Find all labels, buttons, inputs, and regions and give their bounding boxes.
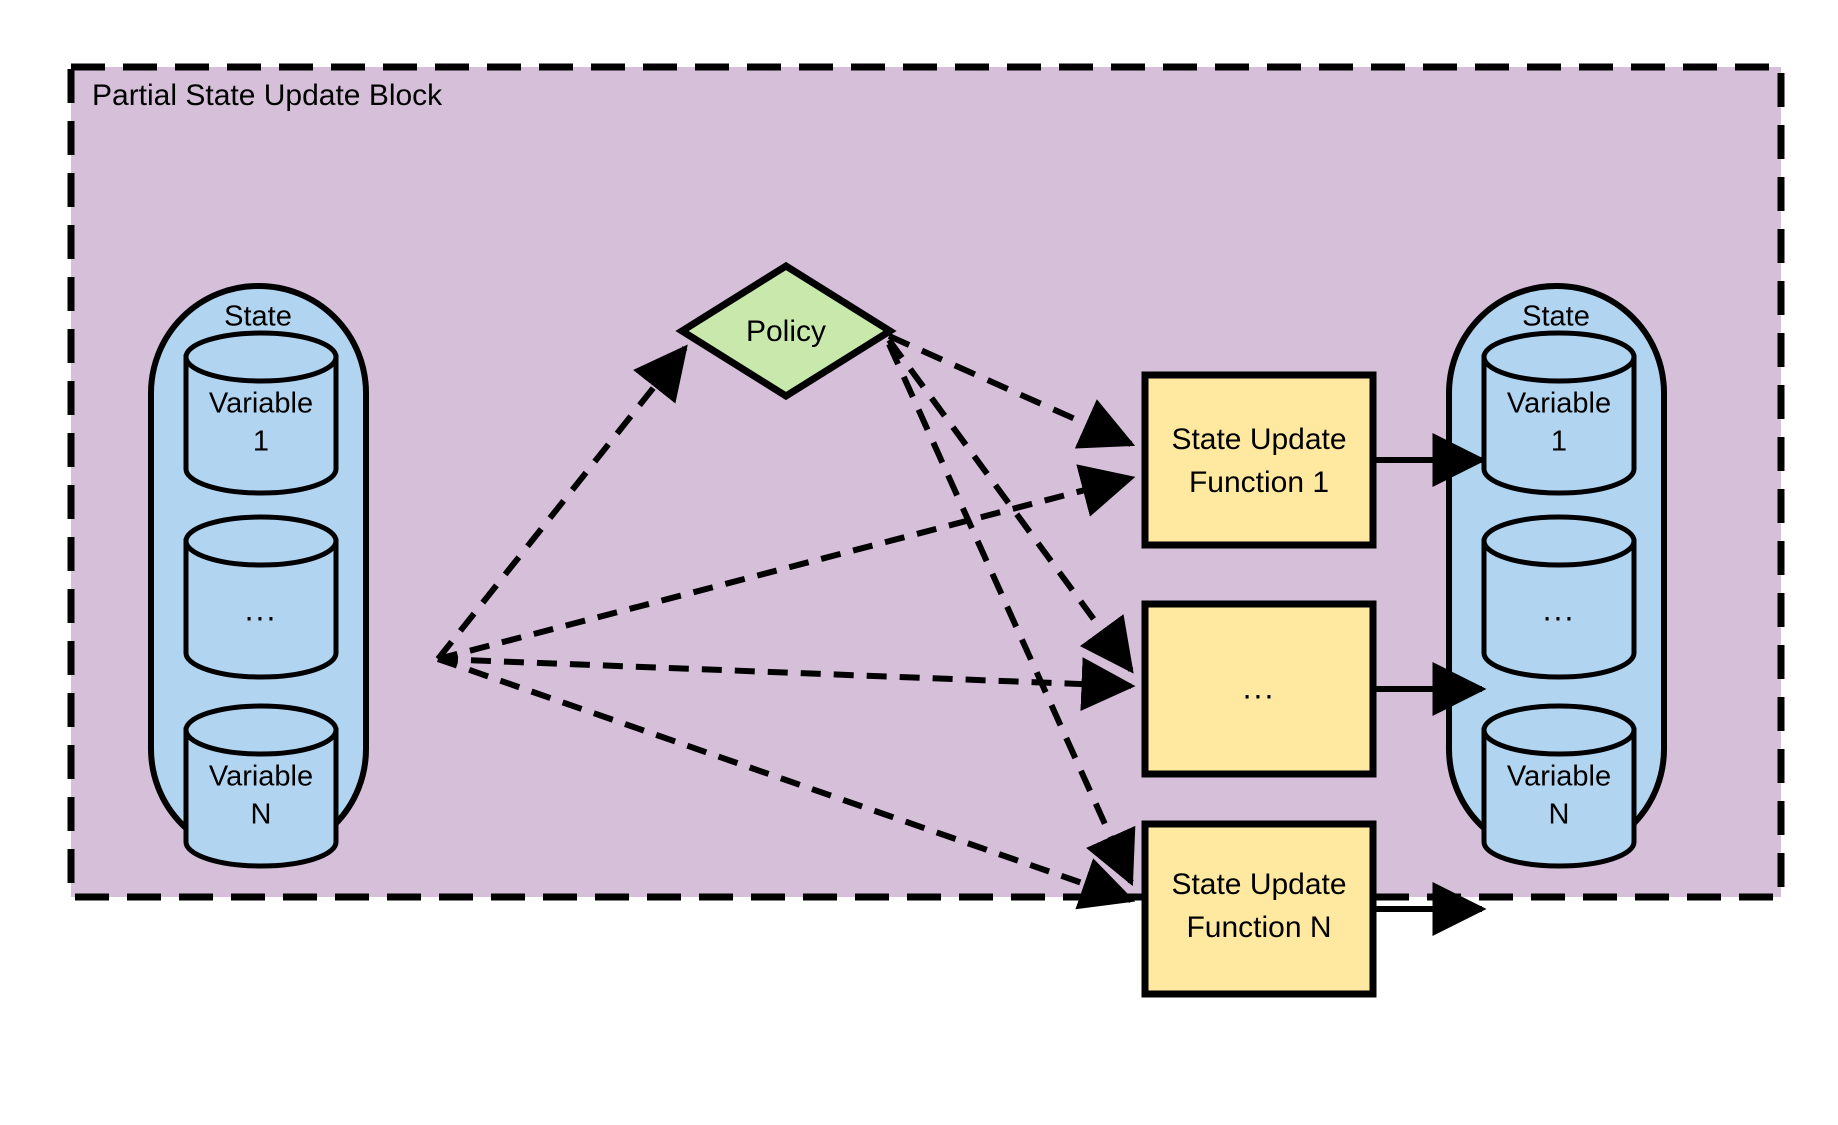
- edge-input-state-to-policy: [435, 344, 688, 661]
- input-variable-dots-line1: ...: [245, 591, 278, 627]
- edge-input-state-to-function-n: [437, 656, 1136, 910]
- state-update-function-dots[interactable]: ...: [1141, 600, 1377, 778]
- output-variable-dots: ...: [1481, 514, 1637, 680]
- policy-label: Policy: [746, 315, 826, 348]
- output-variable-n-line1: Variable: [1507, 761, 1611, 793]
- state-update-function-1-line1: State Update: [1171, 423, 1346, 456]
- input-variable-1-line2: 1: [253, 426, 269, 458]
- output-variable-1-line2: 1: [1551, 426, 1567, 458]
- state-update-function-1-line2: Function 1: [1189, 466, 1329, 499]
- output-variable-dots-line1: ...: [1543, 591, 1576, 627]
- edge-policy-to-function-dots: [886, 338, 1134, 674]
- output-variable-1: Variable 1: [1481, 330, 1637, 496]
- output-variable-n-line2: N: [1549, 799, 1570, 831]
- edge-input-state-to-function-1: [437, 464, 1136, 662]
- input-variable-1-line1: Variable: [209, 388, 313, 420]
- edge-input-state-to-function-dots: [437, 656, 1136, 712]
- input-variable-dots: ...: [183, 514, 339, 680]
- output-variable-n: Variable N: [1481, 703, 1637, 869]
- input-variable-n-line1: Variable: [209, 761, 313, 793]
- state-update-function-n-line1: State Update: [1171, 868, 1346, 901]
- state-update-function-n[interactable]: State Update Function N: [1141, 820, 1377, 998]
- output-variable-1-line1: Variable: [1507, 388, 1611, 420]
- edge-policy-to-function-1: [887, 333, 1136, 449]
- block-title: Partial State Update Block: [92, 79, 443, 112]
- state-update-function-n-line2: Function N: [1186, 911, 1331, 944]
- input-variable-n-line2: N: [251, 799, 272, 831]
- input-variable-n: Variable N: [183, 703, 339, 869]
- input-variable-1: Variable 1: [183, 330, 339, 496]
- policy-node[interactable]: Policy: [675, 261, 897, 401]
- output-state-label: State: [1522, 301, 1590, 333]
- state-update-function-dots-line1: ...: [1243, 669, 1276, 705]
- edge-policy-to-function-n: [886, 342, 1136, 887]
- input-state-label: State: [224, 301, 292, 333]
- state-update-function-1[interactable]: State Update Function 1: [1141, 371, 1377, 549]
